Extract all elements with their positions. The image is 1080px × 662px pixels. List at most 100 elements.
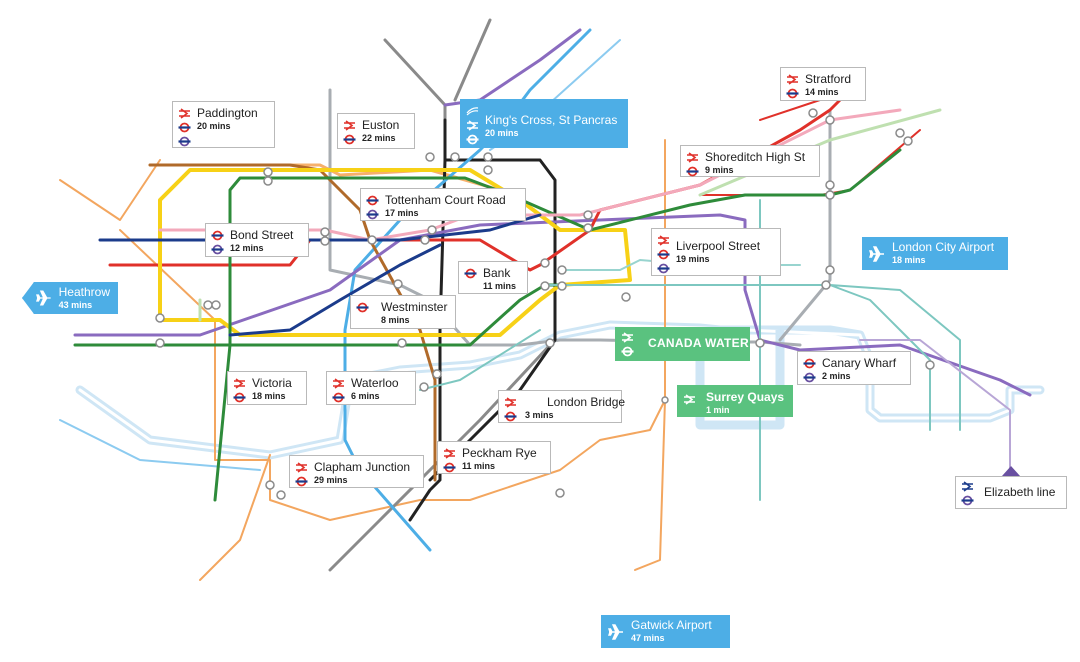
- travel-time: 12 mins: [230, 242, 264, 253]
- station-name: Westminster: [381, 300, 448, 314]
- underground-roundel-icon: [786, 88, 799, 99]
- airplane-icon: [869, 245, 884, 262]
- legend-elizabeth-line: Elizabeth line: [955, 476, 1067, 509]
- legend-label: Elizabeth line: [984, 484, 1056, 499]
- national-rail-icon: [332, 378, 345, 389]
- underground-roundel-icon: [178, 122, 191, 133]
- national-rail-icon: [443, 448, 456, 459]
- river-inner: [78, 323, 1042, 457]
- station-name: Canary Wharf: [822, 356, 897, 370]
- travel-time: 14 mins: [805, 86, 839, 97]
- eurostar-icon: [466, 106, 479, 117]
- underground-roundel-icon: [504, 411, 517, 422]
- northern-line: [408, 118, 557, 522]
- elizabeth-roundel-icon: [211, 244, 224, 255]
- national-rail-icon: [683, 394, 696, 405]
- station-name: Liverpool Street: [676, 239, 761, 253]
- airport-name: Gatwick Airport: [631, 618, 712, 633]
- travel-time: 18 mins: [892, 255, 926, 266]
- national-rail-icon: [343, 120, 356, 131]
- station-name: Tottenham Court Road: [385, 193, 506, 207]
- travel-time: 6 mins: [351, 390, 380, 401]
- travel-time: 2 mins: [822, 370, 851, 381]
- travel-time: 47 mins: [631, 633, 665, 644]
- overground-line: [119, 139, 666, 571]
- underground-roundel-icon: [466, 134, 479, 145]
- national-rail-icon: [686, 152, 699, 163]
- station-name: Bank: [483, 266, 511, 280]
- elizabeth-roundel-icon: [961, 495, 974, 506]
- grey-line-south: [328, 343, 552, 572]
- overground-roundel-icon: [295, 476, 308, 487]
- station-name: Euston: [362, 118, 400, 132]
- elizabeth-line-marker: [1002, 466, 1020, 476]
- national-rail-icon: [657, 235, 670, 246]
- national-rail-icon: [504, 397, 517, 408]
- travel-time: 11 mins: [462, 460, 496, 471]
- airplane-icon: [36, 290, 51, 306]
- station-name: Bond Street: [230, 228, 294, 242]
- underground-roundel-icon: [233, 392, 246, 403]
- station-name: Surrey Quays: [706, 390, 785, 404]
- national-rail-icon: [233, 378, 246, 389]
- overground-roundel-icon: [686, 166, 699, 177]
- underground-roundel-icon: [464, 268, 477, 279]
- travel-time: 8 mins: [381, 314, 410, 325]
- elizabeth-roundel-icon: [657, 263, 670, 274]
- elizabeth-roundel-icon: [803, 372, 816, 383]
- airport-name: London City Airport: [892, 240, 995, 255]
- travel-time: 18 mins: [252, 390, 286, 401]
- river-loop: [695, 330, 785, 430]
- station-canada-water[interactable]: CANADA WATER: [615, 327, 750, 361]
- travel-time: 20 mins: [485, 127, 519, 138]
- station-name: Paddington: [197, 106, 258, 120]
- overground-line-2: [59, 159, 271, 581]
- interchange-nodes: [155, 108, 935, 500]
- elizabeth-line: [859, 339, 1011, 471]
- underground-roundel-icon: [332, 392, 345, 403]
- underground-roundel-icon: [211, 230, 224, 241]
- travel-time: 1 min: [706, 404, 730, 415]
- travel-time: 11 mins: [483, 280, 517, 291]
- national-rail-icon: [178, 108, 191, 119]
- underground-roundel-icon: [657, 249, 670, 260]
- national-rail-icon: [621, 332, 634, 343]
- national-rail-icon: [786, 74, 799, 85]
- elizabeth-roundel-icon: [178, 136, 191, 147]
- national-rail-icon: [466, 120, 479, 131]
- station-name: Peckham Rye: [462, 446, 537, 460]
- travel-time: 22 mins: [362, 132, 396, 143]
- station-name: King's Cross, St Pancras: [485, 113, 618, 127]
- travel-time: 20 mins: [197, 120, 231, 131]
- travel-time: 9 mins: [705, 164, 734, 175]
- underground-roundel-icon: [343, 134, 356, 145]
- station-name: Victoria: [252, 376, 292, 390]
- underground-roundel-icon: [366, 195, 379, 206]
- station-name: Waterloo: [351, 376, 399, 390]
- airplane-icon: [608, 623, 623, 640]
- underground-roundel-icon: [621, 346, 634, 357]
- circle-line: [158, 168, 632, 337]
- station-name: Shoreditch High St: [705, 150, 806, 164]
